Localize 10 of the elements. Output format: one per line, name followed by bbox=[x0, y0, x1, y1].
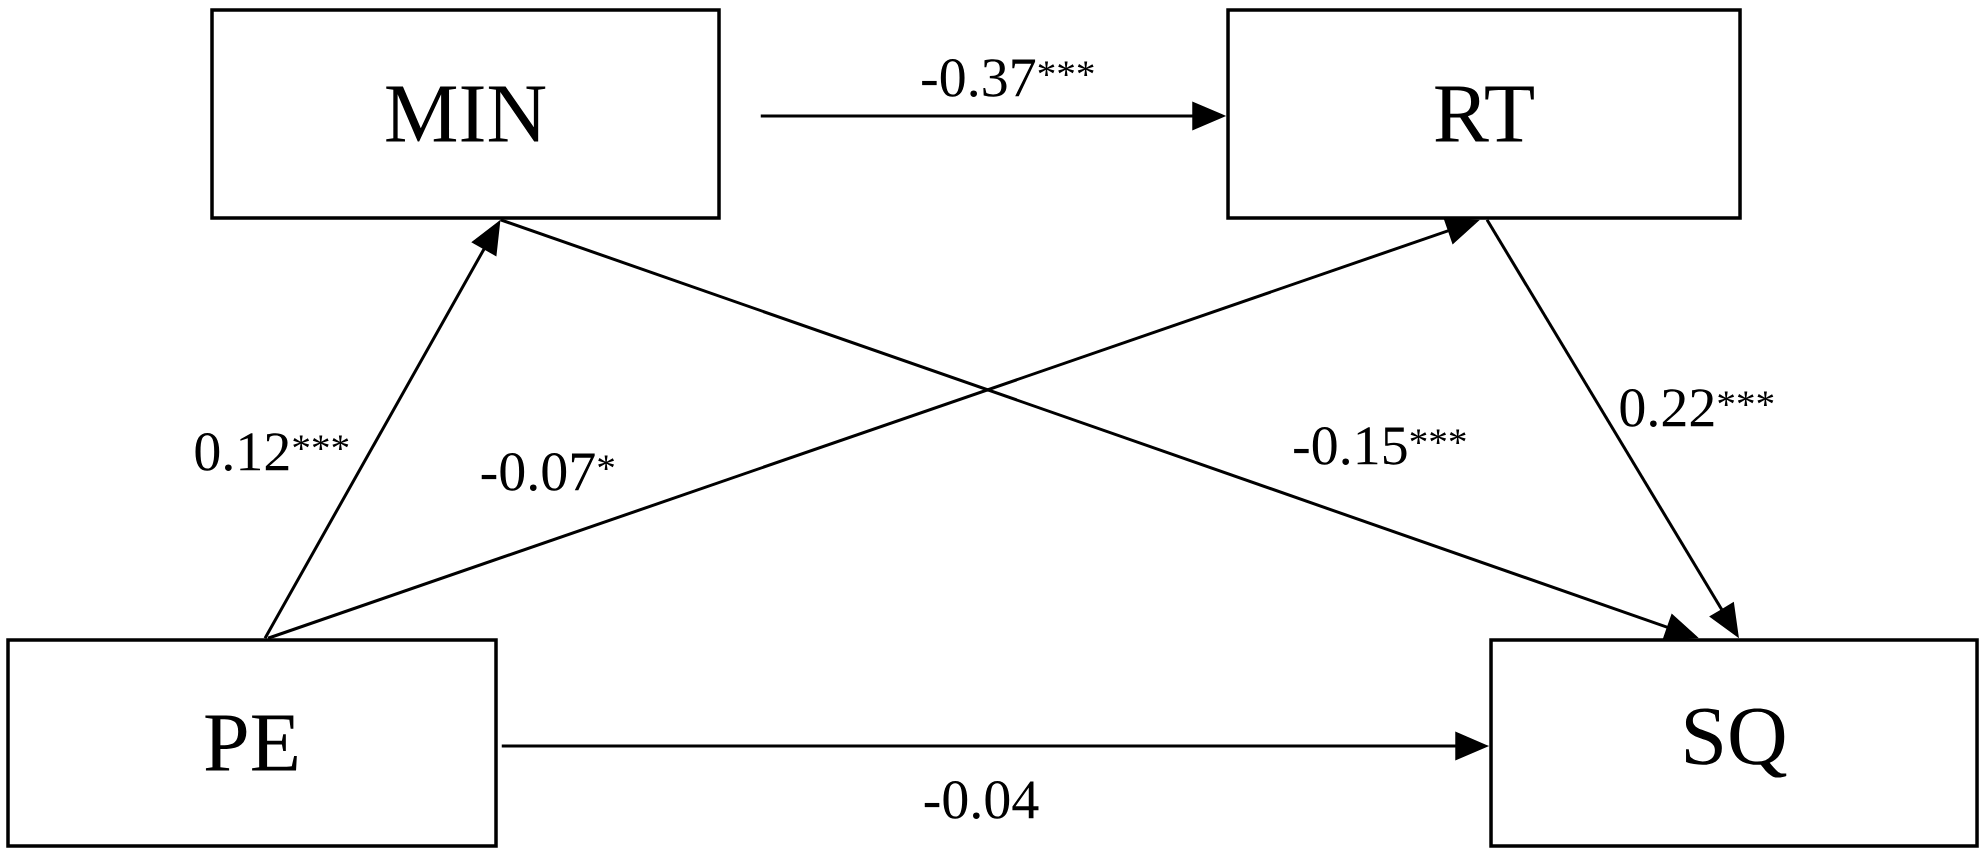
variable-box: SQ bbox=[1489, 638, 1979, 848]
edge-label: 0.12$^{***}$ bbox=[191, 431, 353, 473]
variable-box: PE bbox=[6, 638, 498, 848]
edge-label: -0.07$^{*}$ bbox=[477, 451, 619, 494]
edge-label: -0.15$^{***}$ bbox=[1290, 425, 1470, 468]
variable-box: RT bbox=[1226, 8, 1742, 220]
edge-label: -0.04 bbox=[920, 779, 1042, 822]
variable-box: MIN bbox=[210, 8, 721, 220]
edge-label: 0.22$^{***}$ bbox=[1616, 387, 1778, 429]
edge-label: -0.37$^{***}$ bbox=[918, 57, 1098, 99]
